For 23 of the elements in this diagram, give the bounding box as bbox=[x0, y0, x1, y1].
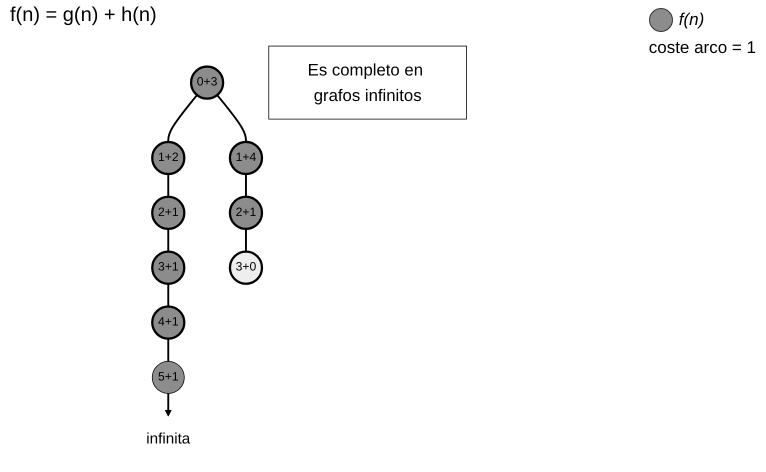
connector bbox=[245, 174, 247, 197]
node-box: Es completo en grafos infinitos bbox=[268, 46, 467, 120]
node-circle: 4+1 bbox=[151, 305, 186, 340]
formula-text: f(n) = g(n) + h(n) bbox=[10, 4, 157, 27]
connector bbox=[216, 94, 247, 142]
legend-text: f(n) bbox=[678, 10, 704, 30]
node-circle: 1+4 bbox=[228, 140, 264, 176]
connector bbox=[167, 228, 170, 252]
connector bbox=[167, 174, 170, 197]
node-circle: 1+2 bbox=[151, 140, 186, 176]
arrow bbox=[164, 393, 172, 417]
note-text: coste arco = 1 bbox=[648, 38, 756, 58]
node-circle: 2+1 bbox=[151, 196, 186, 230]
node-circle: 3+0 bbox=[228, 250, 264, 285]
connector bbox=[167, 338, 170, 362]
node-text: infinita bbox=[146, 430, 190, 448]
node-circle: 5+1 bbox=[152, 361, 185, 394]
connector bbox=[167, 94, 198, 142]
node-circle: 3+1 bbox=[151, 250, 186, 285]
connector bbox=[245, 228, 247, 252]
node-circle: 2+1 bbox=[228, 196, 264, 230]
connector bbox=[167, 284, 170, 307]
node-circle: 0+3 bbox=[190, 65, 224, 100]
